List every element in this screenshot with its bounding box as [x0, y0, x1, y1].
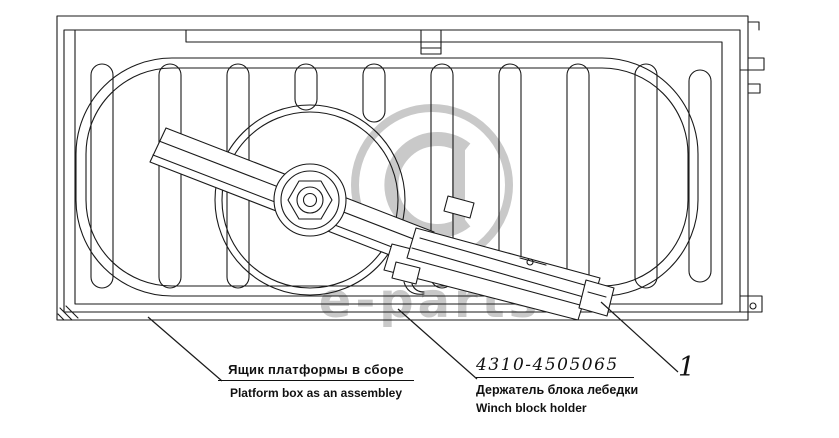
reinforcement-outline	[75, 57, 699, 297]
platform-box-drawing	[56, 15, 765, 321]
label-platform-box: Ящик платформы в сборе Platform box as a…	[218, 362, 414, 400]
winch-pulley-wheel	[214, 104, 406, 296]
leader-line-winch-holder	[397, 308, 478, 380]
label-winch-holder-ru: Держатель блока лебедки	[476, 383, 639, 397]
leader-line-platform-box	[147, 316, 223, 382]
label-winch-holder-en: Winch block holder	[476, 401, 587, 415]
callout-item-number: 1	[678, 352, 696, 383]
part-number: 4310-4505065	[476, 355, 634, 378]
label-platform-box-en: Platform box as an assembley	[229, 386, 403, 400]
winch-block-holder-part	[383, 195, 615, 321]
label-platform-box-ru: Ящик платформы в сборе	[218, 362, 414, 381]
leader-lines	[147, 301, 679, 382]
leader-line-callout-1	[600, 301, 679, 373]
hub-hex-nut	[273, 163, 347, 237]
box-frame	[56, 15, 765, 321]
label-winch-holder: 4310-4505065 Держатель блока лебедки Win…	[476, 355, 639, 415]
